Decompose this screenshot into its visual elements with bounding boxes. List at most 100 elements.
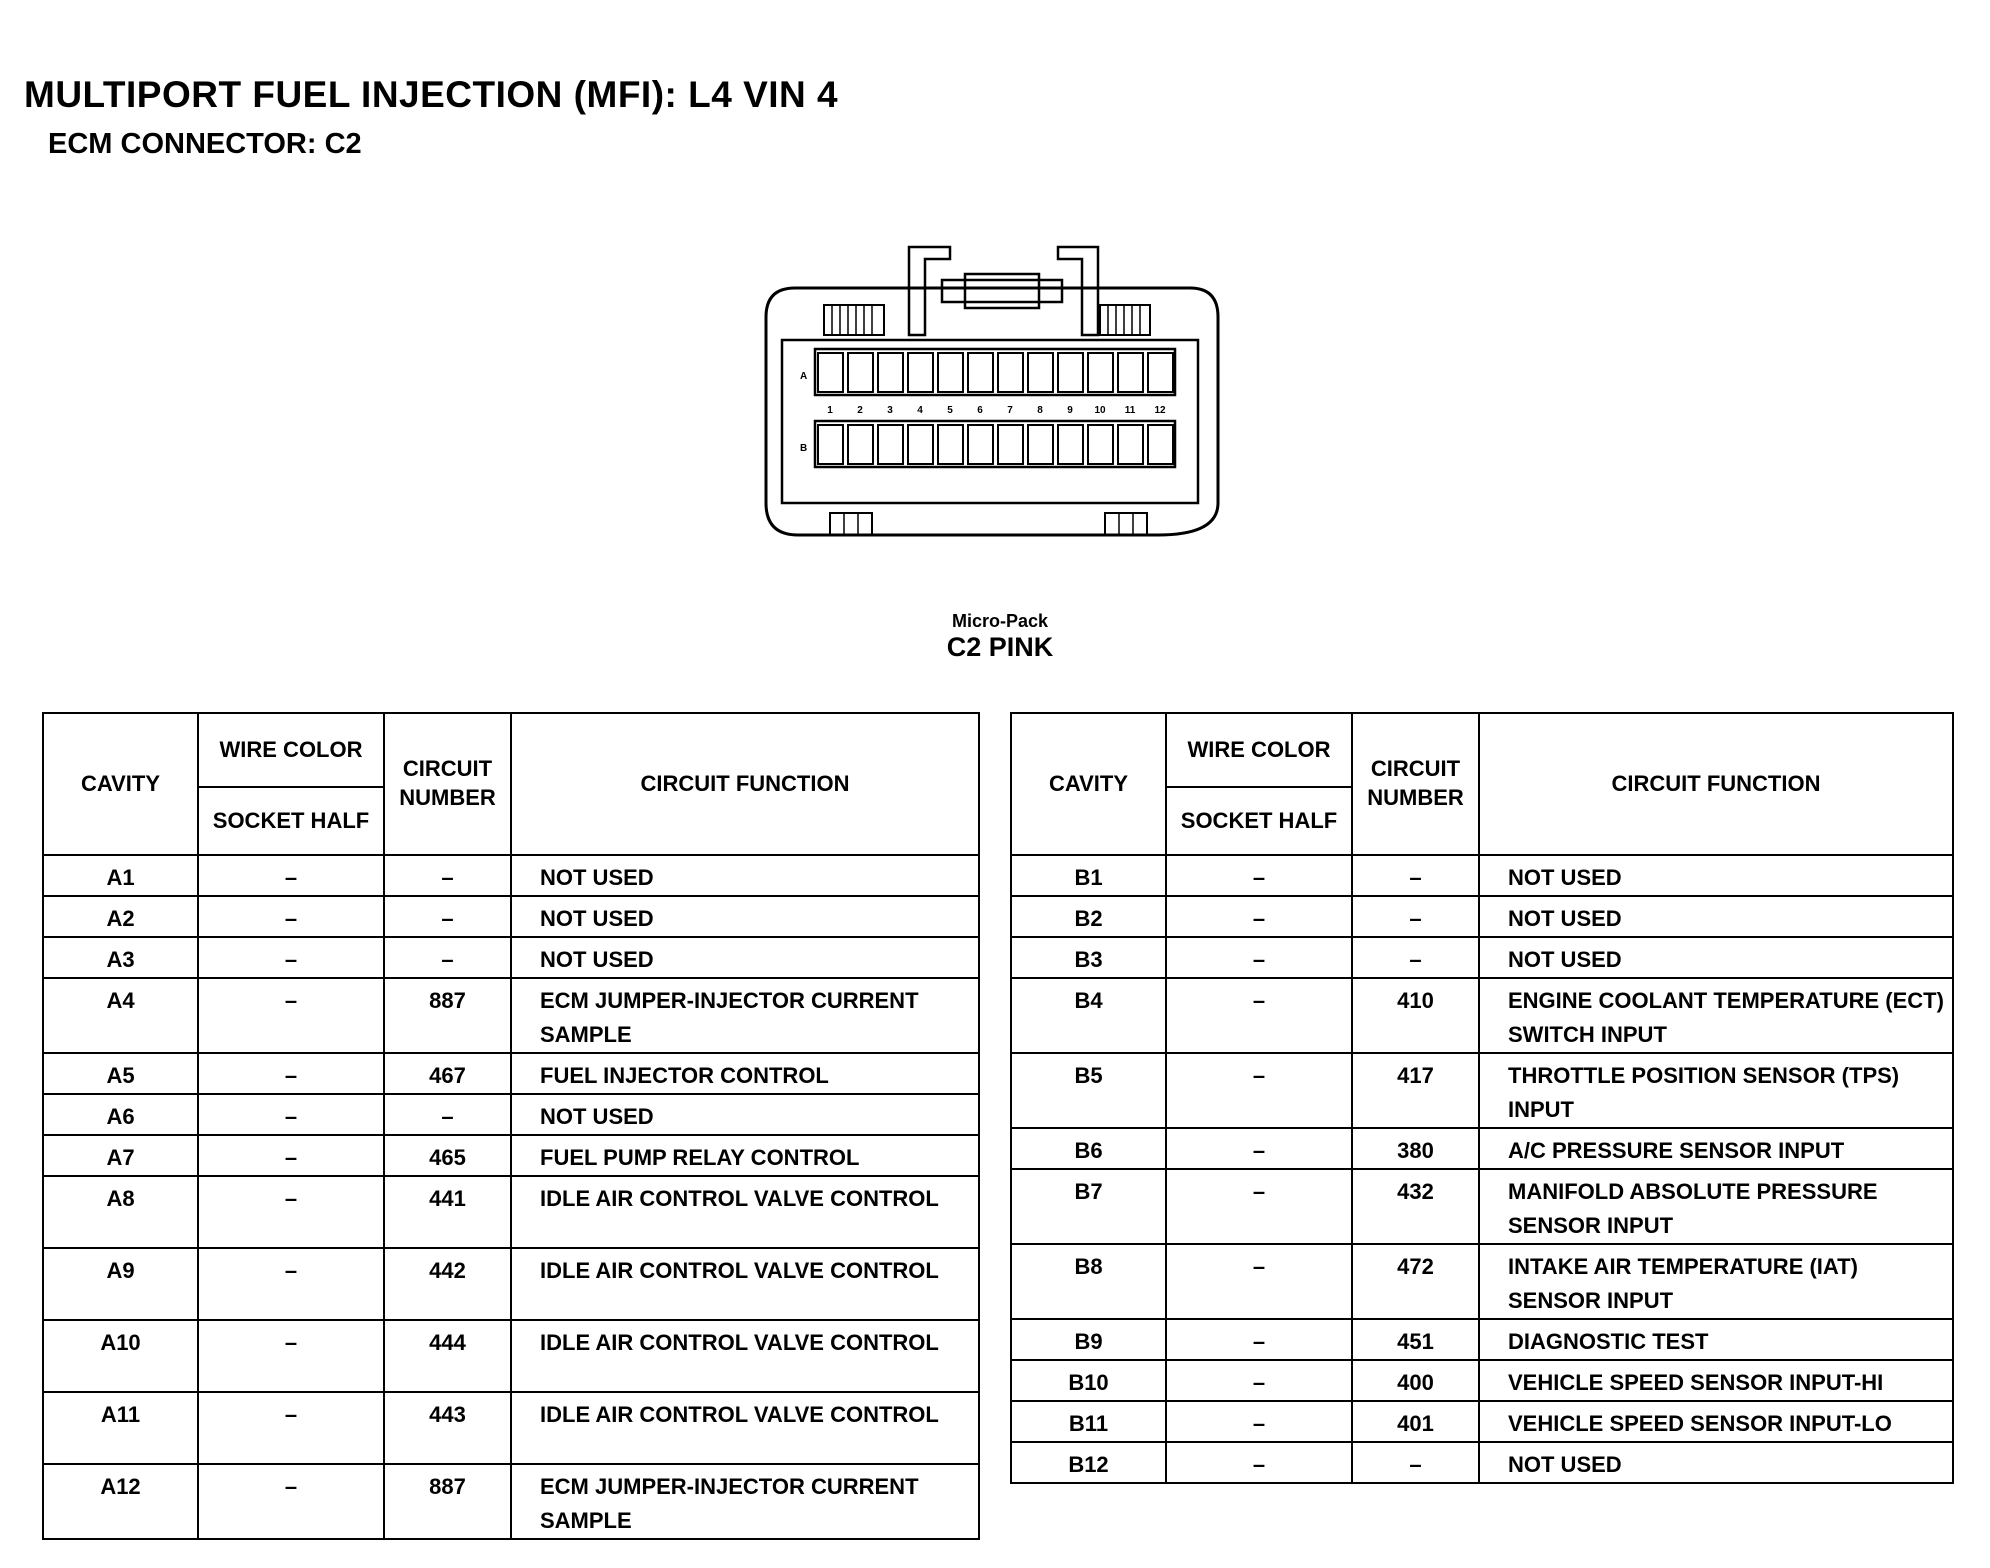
pin-number: 5 [947, 405, 953, 416]
circuit-number-cell: 400 [1351, 1359, 1480, 1402]
wire-color-cell: – [197, 895, 385, 938]
table-row: A6––NOT USED [42, 1093, 980, 1136]
circuit-number-cell: 442 [383, 1247, 512, 1321]
circuit-function-cell: NOT USED [510, 895, 980, 938]
wire-color-cell: – [197, 1463, 385, 1540]
col-header-circuit-function: CIRCUIT FUNCTION [510, 712, 980, 856]
circuit-function-cell: IDLE AIR CONTROL VALVE CONTROL [510, 1319, 980, 1393]
circuit-number-cell: – [1351, 936, 1480, 979]
row-label-a: A [800, 371, 807, 382]
col-header-cavity: CAVITY [1010, 712, 1167, 856]
row-label-b: B [800, 443, 807, 454]
pin-number: 9 [1067, 405, 1073, 416]
cavity-cell: A9 [42, 1247, 199, 1321]
circuit-function-cell: IDLE AIR CONTROL VALVE CONTROL [510, 1247, 980, 1321]
cavity-cell: A12 [42, 1463, 199, 1540]
circuit-function-cell: ECM JUMPER-INJECTOR CURRENT SAMPLE [510, 977, 980, 1054]
cavity-cell: B11 [1010, 1400, 1167, 1443]
table-row: A3––NOT USED [42, 936, 980, 979]
wire-color-cell: – [197, 1319, 385, 1393]
cavity-cell: A8 [42, 1175, 199, 1249]
cavity-cell: B8 [1010, 1243, 1167, 1320]
row-b-cavities [813, 419, 1177, 469]
wire-color-cell: – [1165, 854, 1353, 897]
circuit-function-cell: IDLE AIR CONTROL VALVE CONTROL [510, 1175, 980, 1249]
col-header-wire-color: WIRE COLOR [1165, 712, 1353, 788]
wire-color-cell: – [1165, 1168, 1353, 1245]
circuit-function-cell: MANIFOLD ABSOLUTE PRESSURE SENSOR INPUT [1478, 1168, 1954, 1245]
cavity-cell: B10 [1010, 1359, 1167, 1402]
wire-color-cell: – [197, 1391, 385, 1465]
wire-color-cell: – [197, 1175, 385, 1249]
wire-color-cell: – [1165, 1318, 1353, 1361]
pin-number: 6 [977, 405, 983, 416]
circuit-function-cell: IDLE AIR CONTROL VALVE CONTROL [510, 1391, 980, 1465]
circuit-number-cell: 443 [383, 1391, 512, 1465]
circuit-number-cell: 887 [383, 1463, 512, 1540]
cavity-cell: B12 [1010, 1441, 1167, 1484]
cavity-cell: A3 [42, 936, 199, 979]
circuit-number-cell: 401 [1351, 1400, 1480, 1443]
wire-color-cell: – [1165, 1127, 1353, 1170]
row-a-cavities [813, 347, 1177, 397]
circuit-function-cell: NOT USED [510, 1093, 980, 1136]
connector-color-label: C2 PINK [946, 632, 1054, 662]
circuit-function-cell: NOT USED [1478, 936, 1954, 979]
circuit-function-cell: DIAGNOSTIC TEST [1478, 1318, 1954, 1361]
circuit-function-cell: NOT USED [1478, 895, 1954, 938]
wire-color-cell: – [1165, 1052, 1353, 1129]
wire-color-cell: – [197, 977, 385, 1054]
circuit-function-cell: ECM JUMPER-INJECTOR CURRENT SAMPLE [510, 1463, 980, 1540]
page-subtitle: ECM CONNECTOR: C2 [48, 128, 362, 160]
pin-number: 3 [887, 405, 893, 416]
circuit-function-cell: VEHICLE SPEED SENSOR INPUT-LO [1478, 1400, 1954, 1443]
circuit-number-cell: – [383, 1093, 512, 1136]
circuit-function-cell: VEHICLE SPEED SENSOR INPUT-HI [1478, 1359, 1954, 1402]
circuit-number-cell: – [383, 936, 512, 979]
col-header-socket-half: SOCKET HALF [1165, 786, 1353, 856]
circuit-number-cell: 410 [1351, 977, 1480, 1054]
pin-number: 12 [1154, 405, 1166, 416]
cavity-cell: A11 [42, 1391, 199, 1465]
table-row: B12––NOT USED [1010, 1441, 1954, 1484]
wire-color-cell: – [197, 1247, 385, 1321]
connector-diagram: A B 1 2 3 4 5 6 7 8 9 10 11 12 [764, 245, 1220, 537]
table-row: B1––NOT USED [1010, 854, 1954, 897]
cavity-cell: B1 [1010, 854, 1167, 897]
cavity-cell: B7 [1010, 1168, 1167, 1245]
circuit-function-cell: FUEL INJECTOR CONTROL [510, 1052, 980, 1095]
wire-color-cell: – [1165, 895, 1353, 938]
circuit-number-cell: 472 [1351, 1243, 1480, 1320]
cavity-cell: A4 [42, 977, 199, 1054]
circuit-number-cell: 467 [383, 1052, 512, 1095]
pinout-table-a: CAVITY WIRE COLOR CIRCUIT NUMBER CIRCUIT… [42, 712, 980, 1540]
wire-color-cell: – [197, 1052, 385, 1095]
circuit-function-cell: ENGINE COOLANT TEMPERATURE (ECT) SWITCH … [1478, 977, 1954, 1054]
circuit-function-cell: NOT USED [1478, 1441, 1954, 1484]
circuit-function-cell: NOT USED [1478, 854, 1954, 897]
circuit-number-cell: – [1351, 1441, 1480, 1484]
table-row: B3––NOT USED [1010, 936, 1954, 979]
circuit-number-cell: 441 [383, 1175, 512, 1249]
wire-color-cell: – [1165, 1400, 1353, 1443]
cavity-cell: B5 [1010, 1052, 1167, 1129]
table-row: A2––NOT USED [42, 895, 980, 938]
pin-number: 8 [1037, 405, 1043, 416]
pin-number: 7 [1007, 405, 1013, 416]
connector-type-label: Micro-Pack [951, 611, 1049, 631]
wire-color-cell: – [1165, 1359, 1353, 1402]
wire-color-cell: – [197, 854, 385, 897]
cavity-cell: B6 [1010, 1127, 1167, 1170]
pinout-table-b: CAVITY WIRE COLOR CIRCUIT NUMBER CIRCUIT… [1010, 712, 1954, 1484]
